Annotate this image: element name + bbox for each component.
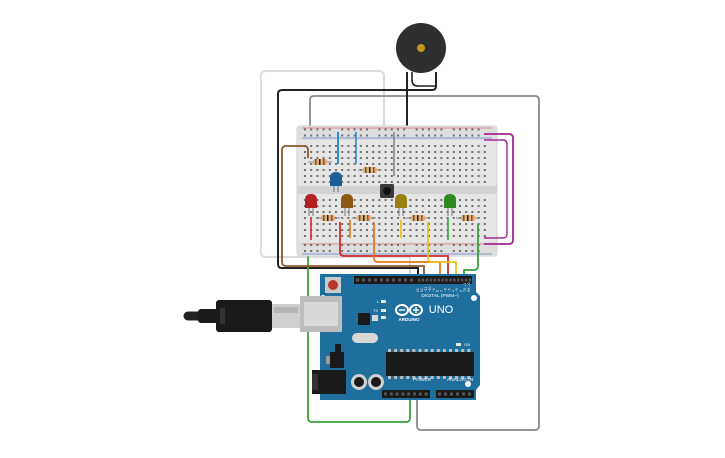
usb-cable[interactable] xyxy=(183,300,300,332)
piezo-buzzer[interactable] xyxy=(396,23,446,132)
green-wire-ground[interactable] xyxy=(307,236,411,423)
digital-pin-label: ~11 xyxy=(424,287,428,292)
voltage-regulator xyxy=(330,352,344,368)
center-channel xyxy=(297,186,497,194)
purple-wire-1[interactable] xyxy=(484,133,514,245)
red-led[interactable] xyxy=(305,194,317,216)
yellow-led[interactable] xyxy=(395,194,407,216)
brand-label: ARDUINO xyxy=(399,317,420,322)
resistor-1[interactable] xyxy=(308,159,332,165)
resistor-5[interactable] xyxy=(406,215,430,221)
crystal xyxy=(352,333,378,343)
l-led-label: L xyxy=(377,299,380,304)
digital-pin-label: ~6 xyxy=(444,288,448,292)
digital-pin-label: ~3 xyxy=(455,288,459,292)
digital-pin-label: 2 xyxy=(459,290,463,292)
digital-pin-label: 7 xyxy=(440,290,444,292)
brown-wire[interactable] xyxy=(281,145,425,276)
bottom-pin-holes xyxy=(384,392,471,396)
model-label: UNO xyxy=(429,304,454,316)
digital-pin-label: 4 xyxy=(451,290,455,292)
power-header xyxy=(382,390,430,398)
red-wire[interactable] xyxy=(339,222,449,276)
power-label: POWER xyxy=(413,377,432,383)
digital-pin-label: ~10 xyxy=(428,286,432,292)
buzzer-center xyxy=(417,44,425,52)
digital-pin-label: ~9 xyxy=(432,288,436,292)
analog-header xyxy=(436,390,474,398)
breadboard[interactable] xyxy=(296,125,498,257)
top-power-rail xyxy=(297,126,497,140)
digital-pin-label: 13 xyxy=(416,288,420,292)
tx-led-label: TX xyxy=(373,308,378,313)
digital-pin-label: 8 xyxy=(436,290,440,292)
resistor-6[interactable] xyxy=(456,215,480,221)
resistor-3[interactable] xyxy=(316,215,340,221)
digital-pin-label: TX→1 xyxy=(463,283,467,292)
usb-chip xyxy=(358,313,370,325)
bottom-power-rail xyxy=(297,242,497,256)
white-wire[interactable] xyxy=(260,70,411,276)
digital-pin-label: ~5 xyxy=(447,288,451,292)
black-wire[interactable] xyxy=(277,72,437,278)
arduino-logo-icon xyxy=(395,304,423,316)
on-led-label: ON xyxy=(464,342,470,347)
digital-pin-label: RX←0 xyxy=(467,282,471,292)
analog-label: ANALOG IN xyxy=(447,377,474,383)
atmega-chip xyxy=(386,352,474,376)
push-button[interactable] xyxy=(380,184,394,198)
digital-label: DIGITAL (PWM~) xyxy=(421,293,459,299)
resistor-4[interactable] xyxy=(352,215,376,221)
resistor-2[interactable] xyxy=(358,167,382,173)
resistors xyxy=(308,159,480,221)
digital-pin-label: 12 xyxy=(420,288,424,292)
orange-led[interactable] xyxy=(341,194,353,216)
green-wire-led[interactable] xyxy=(463,224,479,276)
yellow-wire[interactable] xyxy=(427,222,457,276)
digital-pin-holes xyxy=(356,278,472,282)
orange-wire[interactable] xyxy=(373,222,441,276)
purple-wire-2[interactable] xyxy=(484,139,508,239)
chip-pins xyxy=(388,349,471,379)
blue-led[interactable] xyxy=(330,172,342,192)
gray-wire[interactable] xyxy=(309,95,540,431)
green-led[interactable] xyxy=(444,194,456,216)
